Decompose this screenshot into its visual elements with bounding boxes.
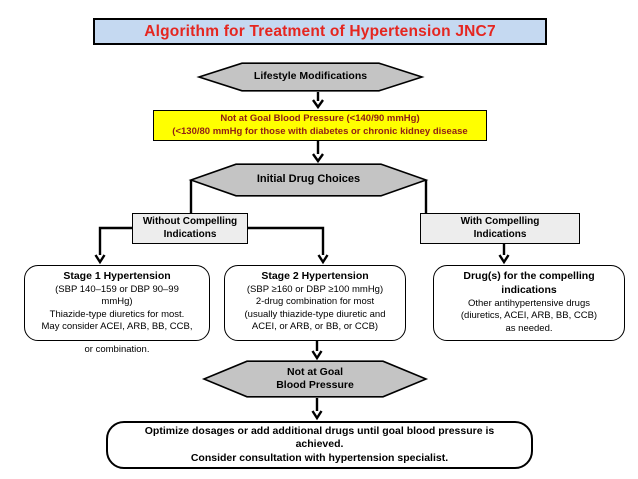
node-optimize-dosages: Optimize dosages or add additional drugs…: [106, 421, 533, 469]
hexagon-shape: [196, 62, 425, 92]
optimize-line-3: Consider consultation with hypertension …: [190, 451, 449, 464]
with-compelling-line-2: Indications: [473, 228, 527, 240]
arrow-lifestyle-to-warning: [312, 92, 324, 110]
optimize-line-1: Optimize dosages or add additional drugs…: [144, 424, 495, 437]
stage2-title: Stage 2 Hypertension: [261, 270, 369, 282]
arrow-notatgoal-to-optimize: [311, 398, 323, 421]
compelling-drugs-line: as needed.: [505, 322, 553, 334]
stage2-line: ACEI, or ARB, or BB, or CCB): [251, 321, 379, 333]
stage2-line: (SBP ≥160 or DBP ≥100 mmHg): [246, 283, 384, 295]
node-not-at-goal-blood-pressure: Not at Goal Blood Pressure: [201, 360, 429, 398]
stage1-line: mmHg): [101, 296, 133, 308]
arrow-stage2-to-notatgoal: [311, 341, 323, 361]
node-lifestyle-modifications: Lifestyle Modifications: [196, 62, 425, 92]
stage1-title: Stage 1 Hypertension: [63, 270, 171, 282]
page-title: Algorithm for Treatment of Hypertension …: [93, 18, 547, 45]
node-compelling-drugs: Drug(s) for the compelling indications O…: [433, 265, 625, 341]
arrow-without-to-stage2: [247, 226, 329, 265]
stage1-line: May consider ACEI, ARB, BB, CCB,: [41, 321, 193, 333]
arrow-without-to-stage1: [94, 226, 133, 265]
not-at-goal-label: Not at Goal Blood Pressure: [203, 360, 427, 398]
arrow-warning-to-initial: [312, 141, 324, 164]
lifestyle-label: Lifestyle Modifications: [253, 70, 368, 83]
node-stage2-hypertension: Stage 2 Hypertension (SBP ≥160 or DBP ≥1…: [224, 265, 406, 341]
compelling-drugs-line: (diuretics, ACEI, ARB, BB, CCB): [460, 310, 598, 322]
warning-line-1: Not at Goal Blood Pressure (<140/90 mmHg…: [220, 112, 420, 124]
warning-line-2: (<130/80 mmHg for those with diabetes or…: [172, 125, 468, 137]
node-stage1-hypertension: Stage 1 Hypertension (SBP 140–159 or DBP…: [24, 265, 210, 341]
compelling-drugs-line: Other antihypertensive drugs: [468, 297, 590, 309]
without-compelling-line-1: Without Compelling: [142, 216, 238, 227]
compelling-drugs-title-1: Drug(s) for the compelling: [463, 270, 595, 282]
stage1-line: (SBP 140–159 or DBP 90–99: [55, 283, 179, 295]
node-without-compelling-indications: Without Compelling Indications: [132, 213, 248, 244]
compelling-drugs-title-2: indications: [501, 283, 557, 296]
stage2-line: (usually thiazide-type diuretic and: [244, 308, 386, 320]
hexagon-shape: [201, 360, 429, 398]
without-compelling-line-2: Indications: [163, 228, 217, 240]
initial-drug-label: Initial Drug Choices: [256, 173, 361, 186]
hexagon-shape: [188, 163, 429, 197]
not-at-goal-line-2: Blood Pressure: [276, 379, 354, 391]
stage1-footnote: or combination.: [84, 344, 150, 355]
optimize-line-2: achieved.: [295, 438, 344, 451]
arrow-with-to-drugs: [498, 244, 510, 265]
stage2-line: 2-drug combination for most: [255, 296, 375, 308]
with-compelling-line-1: With Compelling: [460, 216, 540, 227]
stage1-line: Thiazide-type diuretics for most.: [49, 308, 185, 320]
node-not-at-goal-warning: Not at Goal Blood Pressure (<140/90 mmHg…: [153, 110, 487, 141]
node-initial-drug-choices: Initial Drug Choices: [188, 163, 429, 197]
not-at-goal-line-1: Not at Goal: [286, 365, 343, 378]
node-with-compelling-indications: With Compelling Indications: [420, 213, 580, 244]
